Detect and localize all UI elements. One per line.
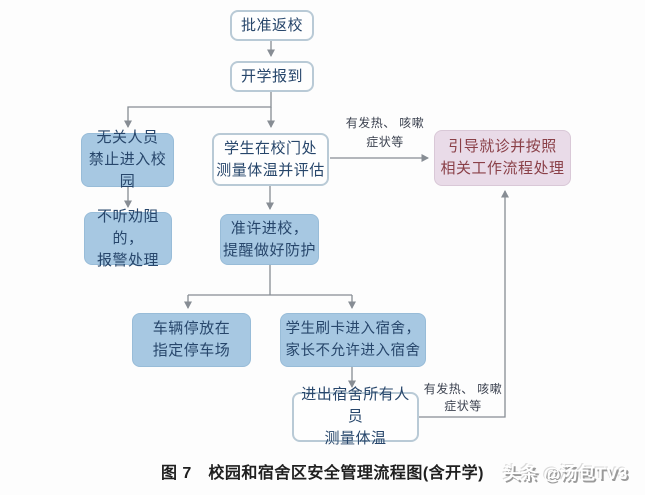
edge-label-symptoms-bottom: 有发热、 咳嗽症状等 [423,381,503,415]
node-approve-return: 批准返校 [230,10,314,41]
node-permit-entry: 准许进校， 提醒做好防护 [220,214,319,265]
edge-label-line: 咳嗽症状等 [366,116,425,149]
edge-label-symptoms-top: 有发热、 咳嗽症状等 [343,114,427,152]
node-text-line: 不听劝阻的， [96,208,159,247]
node-text-line: 测量体温并评估 [216,162,325,179]
node-dorm-temperature-check: 进出宿舍所有人员 测量体温 [292,387,419,447]
node-text-line: 进出宿舍所有人员 [301,387,410,425]
node-unrelated-personnel: 无关人员 禁止进入校园 [81,130,174,190]
node-call-police: 不听劝阻的， 报警处理 [84,209,172,269]
node-text-line: 准许进校， [230,220,309,237]
node-text-line: 无关人员 [96,130,159,146]
node-gate-temperature-check: 学生在校门处 测量体温并评估 [212,133,329,186]
node-text-line: 禁止进入校园 [88,152,167,190]
node-swipe-card-dorm: 学生刷卡进入宿舍， 家长不允许进入宿舍 [280,313,426,367]
node-text-line: 批准返校 [240,17,303,34]
node-text-line: 学生在校门处 [223,140,317,157]
node-text-line: 家长不允许进入宿舍 [285,343,421,359]
node-text-line: 指定停车场 [152,343,231,359]
node-text-line: 提醒做好防护 [222,242,316,259]
node-text-line: 开学报到 [240,68,303,85]
figure-caption: 图 7 校园和宿舍区安全管理流程图(含开学) [160,465,484,482]
node-register: 开学报到 [230,61,314,92]
node-text-line: 报警处理 [96,252,159,269]
node-text-line: 车辆停放在 [152,321,231,337]
node-text-line: 测量体温 [324,431,387,447]
node-text-line: 学生刷卡进入宿舍， [285,321,421,337]
edge-label-line: 有发热、 [345,116,396,130]
connector-dormtemp-to-guide [419,190,509,418]
edge-label-line: 咳嗽症状等 [444,382,503,413]
node-vehicle-parking: 车辆停放在 指定停车场 [132,313,251,367]
node-text-line: 引导就诊并按照 [448,139,557,155]
node-text-line: 相关工作流程处理 [440,161,565,177]
node-guide-medical-treatment: 引导就诊并按照 相关工作流程处理 [434,130,571,186]
watermark: 头条 @汤包TV3 [503,464,628,483]
edge-label-line: 有发热、 [423,382,474,396]
connector-register-branch-left [124,92,272,128]
